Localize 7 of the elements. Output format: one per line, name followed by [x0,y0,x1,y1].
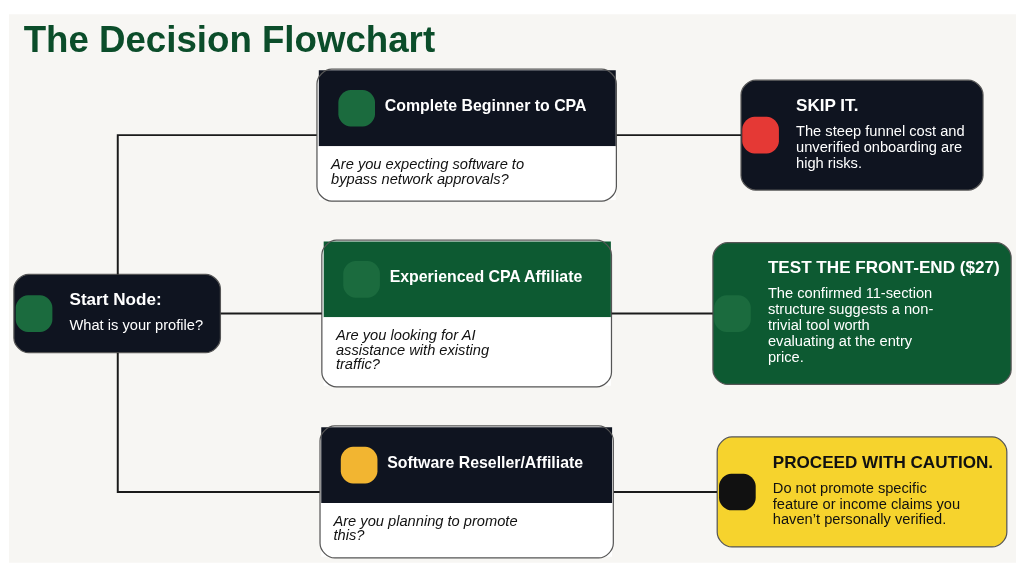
connector [615,133,742,136]
connector [610,312,714,315]
connector [116,351,321,493]
connector [219,312,323,315]
diagram-title: The Decision Flowchart [23,18,435,60]
connector [116,133,318,275]
connector [612,490,718,493]
